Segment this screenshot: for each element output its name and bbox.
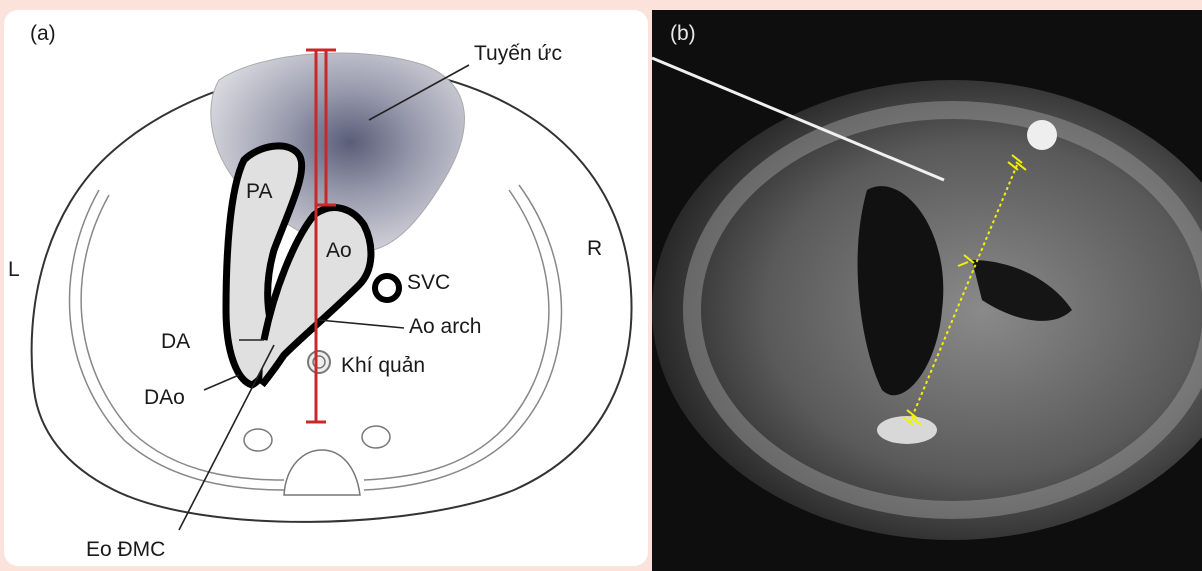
panel-a-label: (a) [30,22,56,45]
left-side-label: L [8,258,20,281]
dao-label: DAo [144,386,185,409]
da-label: DA [161,330,190,353]
bright-echo [1027,120,1057,150]
diagram-svg: (a) Tuyến ức PA Ao SVC Ao arch Khí quản … [4,10,648,566]
panel-b-label: (b) [670,22,696,45]
ao-arch-label: Ao arch [409,315,481,338]
svc-label: SVC [407,271,450,294]
pa-label: PA [246,180,272,203]
kidney-right [362,426,390,448]
ao-label: Ao [326,239,352,262]
panel-b-ultrasound: (b) [652,10,1202,571]
thymus-label: Tuyến ức [474,42,562,65]
isthmus-label: Eo ĐMC [86,538,165,561]
ultrasound-svg: (b) [652,10,1202,571]
panel-a-diagram: (a) Tuyến ức PA Ao SVC Ao arch Khí quản … [4,10,648,566]
right-side-label: R [587,237,602,260]
trachea-label: Khí quản [341,354,425,377]
trachea-ring [308,351,330,373]
svc-circle [375,276,399,300]
vertebra [284,450,360,495]
kidney-left [244,429,272,451]
